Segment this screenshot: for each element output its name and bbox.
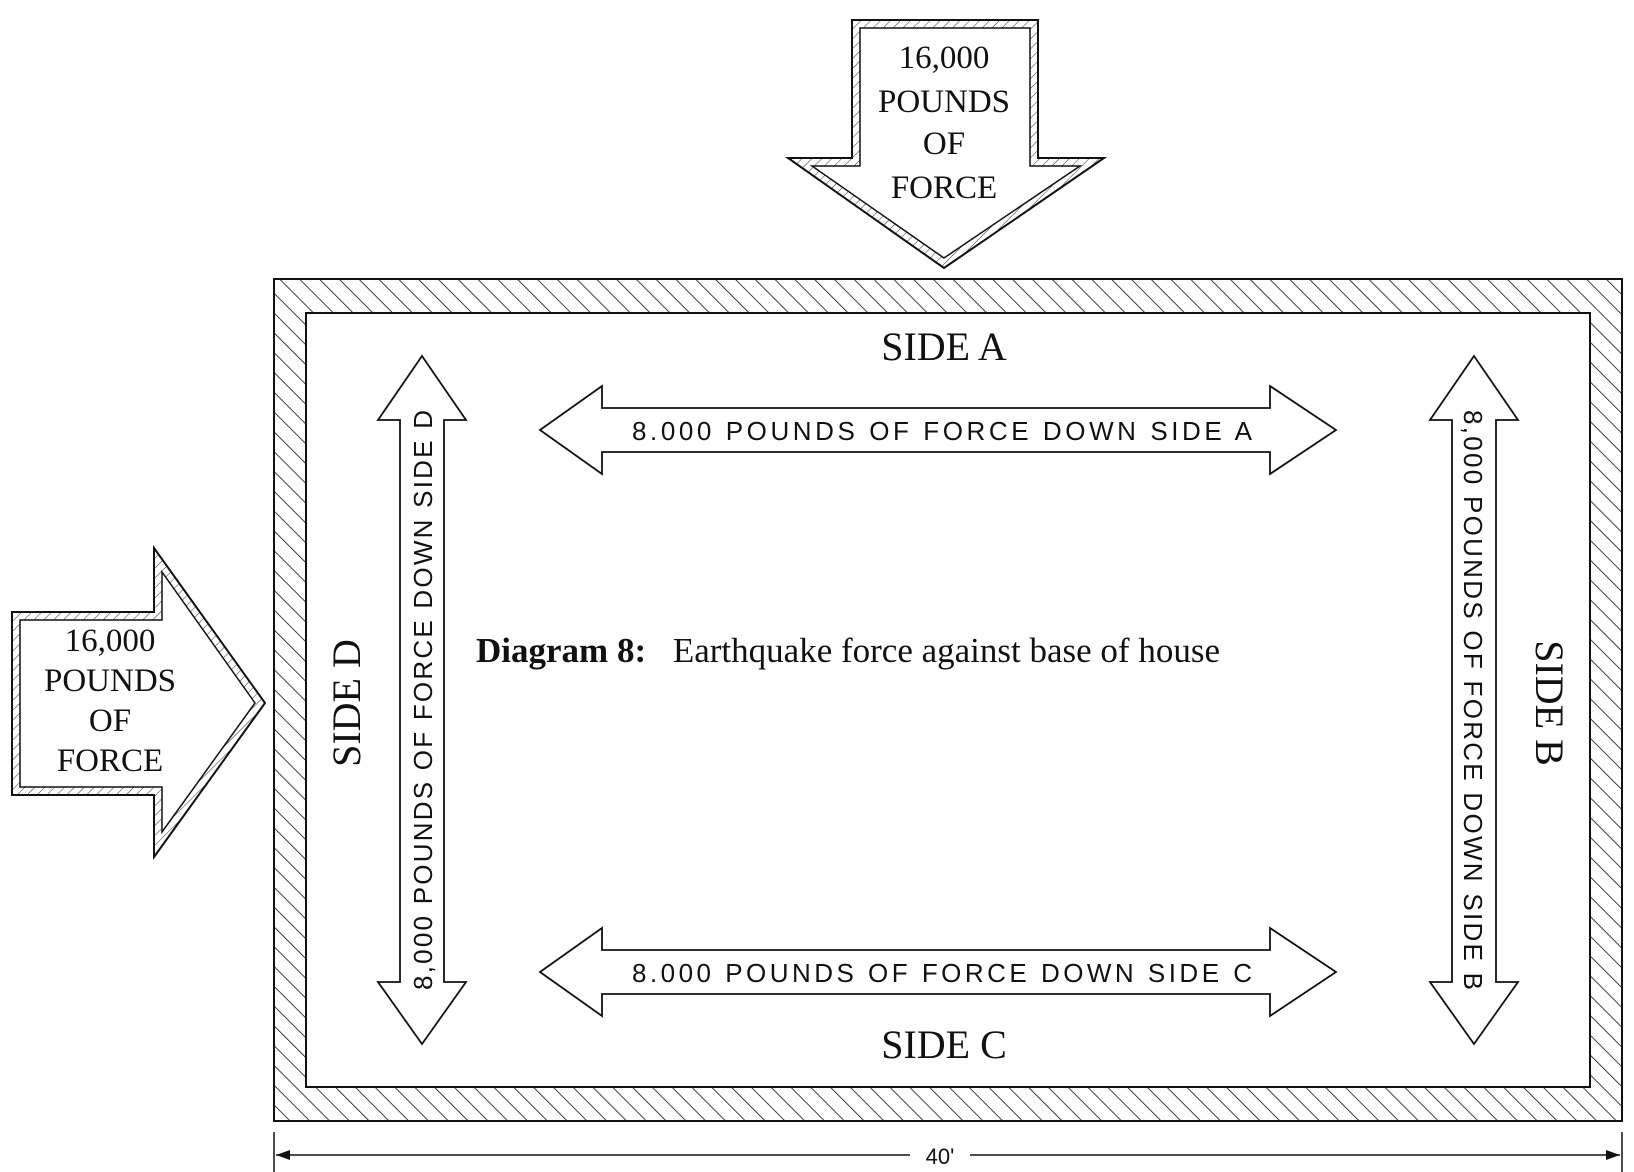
caption-label: Diagram 8: xyxy=(476,631,646,670)
top-force-arrow: 16,000 POUNDS OF FORCE xyxy=(784,19,1108,270)
left-force-line3: OF xyxy=(89,703,131,739)
top-force-line2: POUNDS xyxy=(878,84,1010,120)
caption-text: Earthquake force against base of house xyxy=(673,631,1220,670)
top-force-line4: FORCE xyxy=(891,170,997,206)
diagram-caption: Diagram 8: Earthquake force against base… xyxy=(476,631,1220,670)
side-d-label: SIDE D xyxy=(324,639,369,767)
side-a-label: SIDE A xyxy=(881,324,1007,369)
side-b-force-arrow: 8,000 POUNDS OF FORCE DOWN SIDE B xyxy=(1428,354,1520,1046)
side-d-force-text: 8,000 POUNDS OF FORCE DOWN SIDE D xyxy=(408,410,438,990)
side-c-force-arrow: 8.000 POUNDS OF FORCE DOWN SIDE C xyxy=(538,926,1338,1018)
left-force-line4: FORCE xyxy=(57,743,163,779)
side-c-label: SIDE C xyxy=(881,1022,1007,1067)
side-a-force-arrow: 8.000 POUNDS OF FORCE DOWN SIDE A xyxy=(538,384,1338,476)
side-b-force-text: 8,000 POUNDS OF FORCE DOWN SIDE B xyxy=(1458,410,1488,990)
side-b-label: SIDE B xyxy=(1527,640,1572,766)
width-dimension-label: 40' xyxy=(926,1144,955,1169)
side-a-force-text: 8.000 POUNDS OF FORCE DOWN SIDE A xyxy=(632,416,1253,446)
left-force-line2: POUNDS xyxy=(44,663,176,699)
top-force-line3: OF xyxy=(923,126,965,162)
top-force-line1: 16,000 xyxy=(899,40,990,76)
side-c-force-text: 8.000 POUNDS OF FORCE DOWN SIDE C xyxy=(632,958,1252,988)
left-force-line1: 16,000 xyxy=(65,623,156,659)
width-dimension: 40' xyxy=(273,1132,1623,1172)
left-force-arrow: 16,000 POUNDS OF FORCE xyxy=(11,544,267,861)
side-d-force-arrow: 8,000 POUNDS OF FORCE DOWN SIDE D xyxy=(376,354,468,1046)
